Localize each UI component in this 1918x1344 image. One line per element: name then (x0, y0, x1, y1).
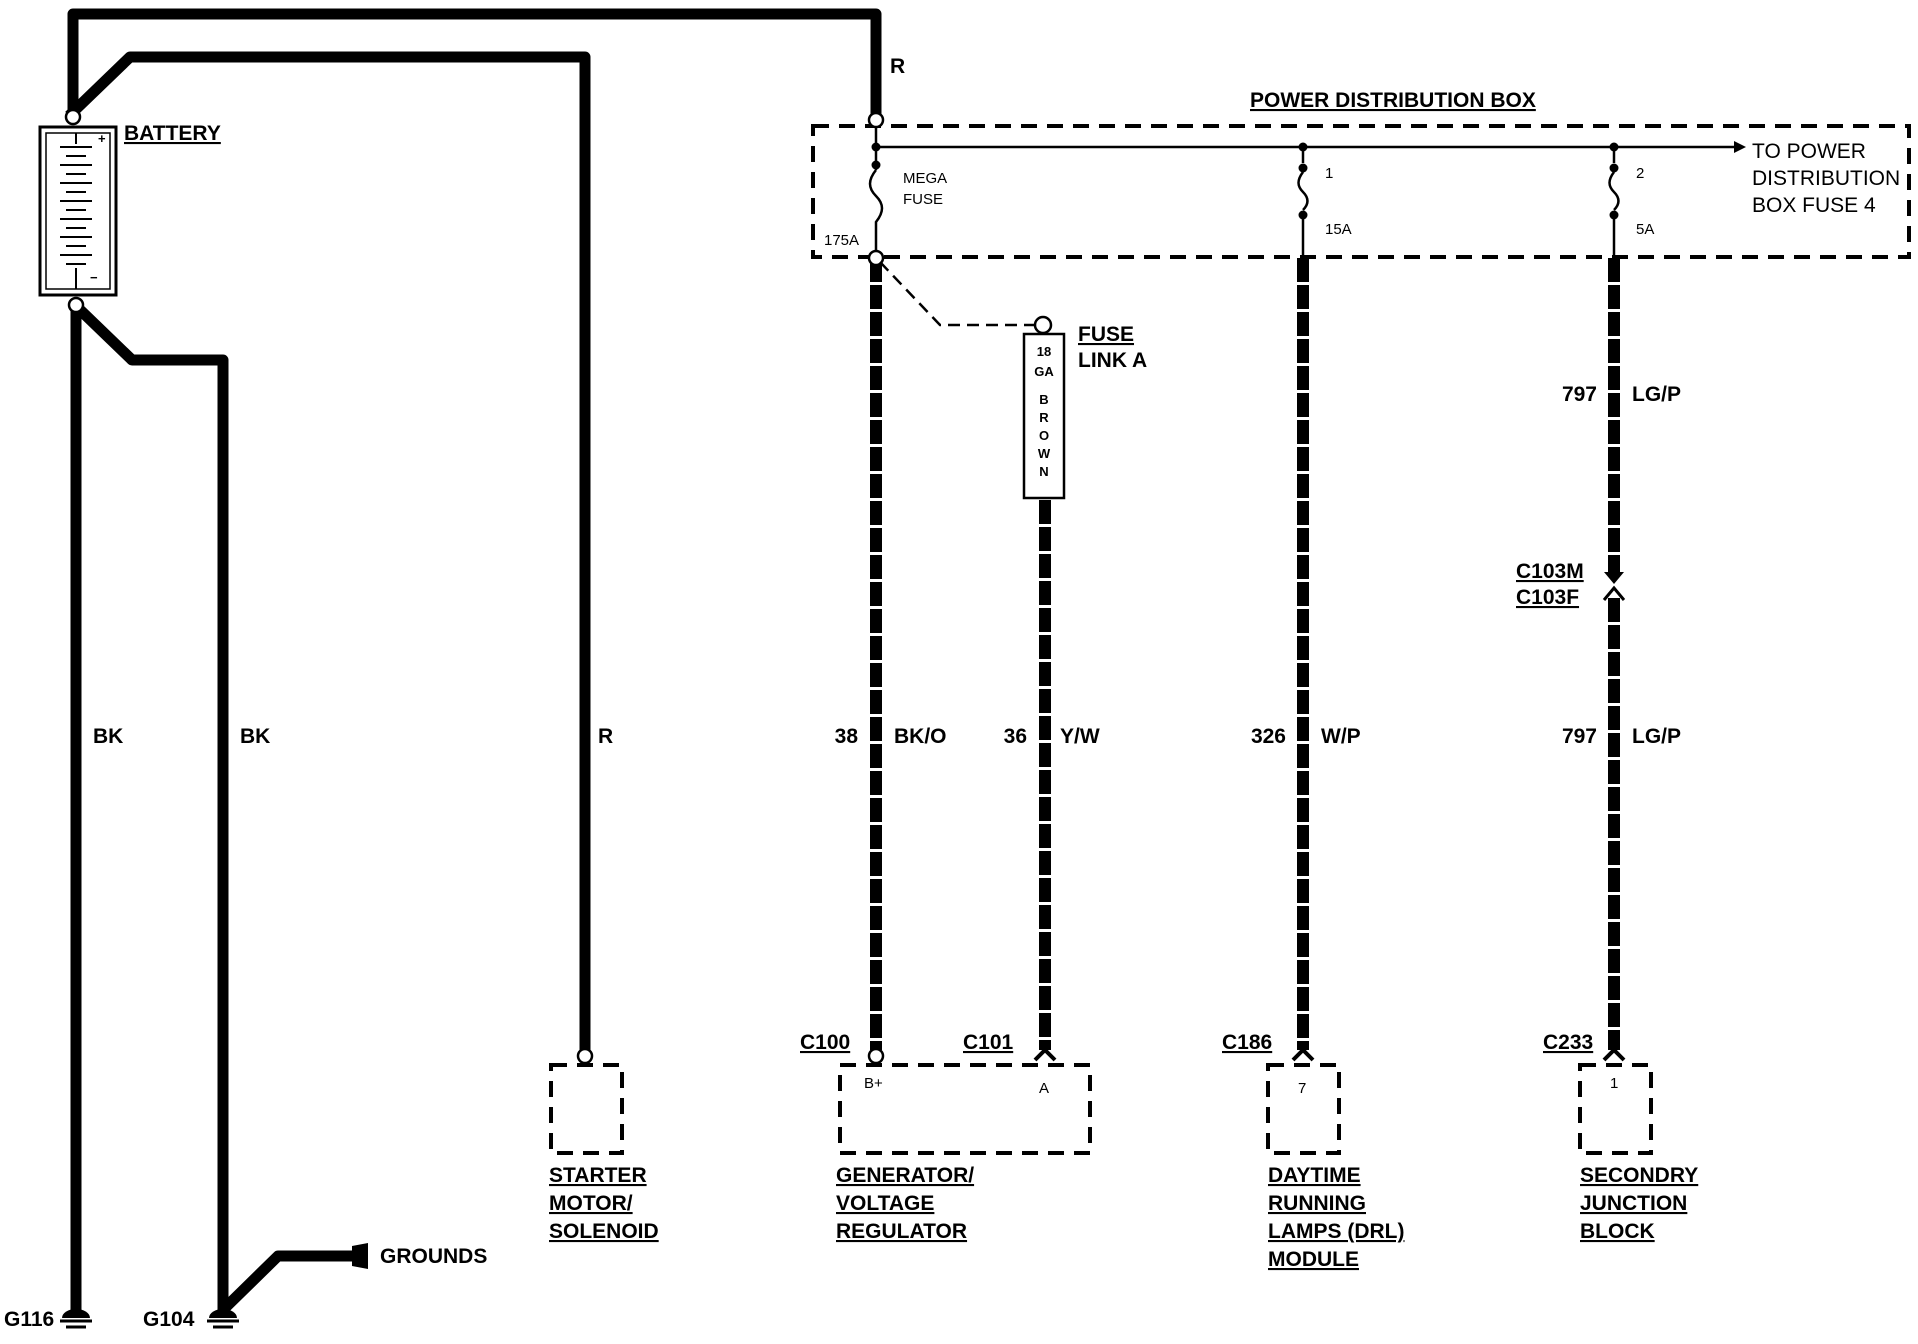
fuse-link-terminal (1033, 315, 1053, 335)
sjb-label-3: BLOCK (1580, 1220, 1655, 1243)
grounds-label: GROUNDS (380, 1245, 487, 1268)
sjb-pin: 1 (1610, 1075, 1618, 1092)
svg-text:18: 18 (1037, 344, 1051, 359)
sjb-circuit-number-upper: 797 (1562, 383, 1597, 406)
mega-fuse-label2: FUSE (903, 191, 943, 208)
fuse-link-title1: FUSE (1078, 323, 1134, 346)
fuselink-circuit-number: 36 (1004, 725, 1027, 748)
generator-a-terminal (1033, 1047, 1057, 1062)
svg-text:B: B (1039, 392, 1048, 407)
battery-label: BATTERY (124, 122, 221, 145)
starter-terminal (576, 1047, 594, 1065)
sjb-label-2: JUNCTION (1580, 1192, 1687, 1215)
starter-label-3: SOLENOID (549, 1220, 659, 1243)
mega-fuse (867, 111, 885, 267)
svg-text:GA: GA (1034, 364, 1054, 379)
drl-label-1: DAYTIME (1268, 1164, 1361, 1187)
c100-label: C100 (800, 1031, 850, 1054)
battery-minus: − (90, 270, 98, 285)
sjb-wire-color-lower: LG/P (1632, 725, 1681, 748)
starter-label-2: MOTOR/ (549, 1192, 633, 1215)
fuse-2 (1608, 142, 1620, 258)
fuse-link-body (1022, 332, 1066, 500)
bk-wire-label-2: BK (240, 725, 270, 748)
svg-text:R: R (1039, 410, 1049, 425)
gen-circuit-number: 38 (835, 725, 859, 748)
generator-b-terminal (867, 1047, 885, 1065)
fuse-link-gauge-text: 18 GA B R O W N (1034, 344, 1054, 479)
sjb-label-1: SECONDRY (1580, 1164, 1698, 1187)
drl-label-3: LAMPS (DRL) (1268, 1220, 1404, 1243)
fuse-link-dashed-lead (879, 261, 1036, 327)
c103-connector-symbol (1602, 572, 1626, 601)
starter-label-1: STARTER (549, 1164, 647, 1187)
wire-battery-to-pdb (67, 8, 882, 126)
battery-plus: + (98, 131, 106, 146)
sjb-circuit-number-lower: 797 (1562, 725, 1597, 748)
generator-pin-b: B+ (864, 1075, 883, 1092)
to-power-line1: TO POWER (1752, 140, 1866, 163)
generator-label-2: VOLTAGE (836, 1192, 934, 1215)
drl-label-4: MODULE (1268, 1248, 1359, 1271)
drl-circuit-number: 326 (1251, 725, 1286, 748)
ground-g104-icon (207, 1309, 239, 1329)
mega-fuse-rating: 175A (824, 232, 859, 249)
sjb-terminal (1602, 1047, 1626, 1062)
starter-wire-label: R (598, 725, 613, 748)
fuse-1 (1297, 142, 1309, 258)
power-distribution-box (811, 124, 1911, 259)
top-red-wire-label: R (890, 55, 905, 78)
generator-label-3: REGULATOR (836, 1220, 967, 1243)
bk-wire-label-1: BK (93, 725, 123, 748)
to-power-line3: BOX FUSE 4 (1752, 194, 1876, 217)
svg-text:W: W (1038, 446, 1051, 461)
generator-label-1: GENERATOR/ (836, 1164, 974, 1187)
fuse-1-number: 1 (1325, 165, 1333, 182)
c233-label: C233 (1543, 1031, 1593, 1054)
fuselink-wire-color: Y/W (1060, 725, 1100, 748)
mega-fuse-label: MEGA (903, 170, 947, 187)
fuse-1-rating: 15A (1325, 221, 1352, 238)
drl-label-2: RUNNING (1268, 1192, 1366, 1215)
grounds-arrow-icon (352, 1243, 368, 1269)
generator-pin-a: A (1039, 1080, 1049, 1097)
drl-pin: 7 (1298, 1080, 1306, 1097)
svg-text:N: N (1039, 464, 1048, 479)
svg-text:O: O (1039, 428, 1049, 443)
generator-component-box (838, 1063, 1092, 1155)
drl-component-box (1266, 1063, 1341, 1155)
wire-g104-to-grounds (220, 1250, 358, 1313)
wire-battery-to-g104 (68, 298, 229, 1311)
to-power-line2: DISTRIBUTION (1752, 167, 1900, 190)
sjb-wire-color-upper: LG/P (1632, 383, 1681, 406)
wire-battery-to-starter (65, 51, 591, 1058)
g116-label: G116 (4, 1308, 54, 1331)
g104-label: G104 (143, 1308, 195, 1331)
c103m-label: C103M (1516, 560, 1584, 583)
drl-terminal (1291, 1047, 1315, 1062)
to-power-arrow (1734, 141, 1746, 153)
fuse-link-title2: LINK A (1078, 349, 1147, 372)
pdb-title: POWER DISTRIBUTION BOX (1250, 89, 1536, 112)
sjb-component-box (1578, 1063, 1653, 1155)
gen-wire-color: BK/O (894, 725, 947, 748)
c186-label: C186 (1222, 1031, 1272, 1054)
battery-symbol (38, 108, 118, 314)
starter-component-box (549, 1063, 624, 1155)
fuse-2-number: 2 (1636, 165, 1644, 182)
c101-label: C101 (963, 1031, 1014, 1054)
fuse-2-rating: 5A (1636, 221, 1654, 238)
ground-g116-icon (60, 1309, 92, 1329)
c103f-label: C103F (1516, 586, 1579, 609)
drl-wire-color: W/P (1321, 725, 1361, 748)
